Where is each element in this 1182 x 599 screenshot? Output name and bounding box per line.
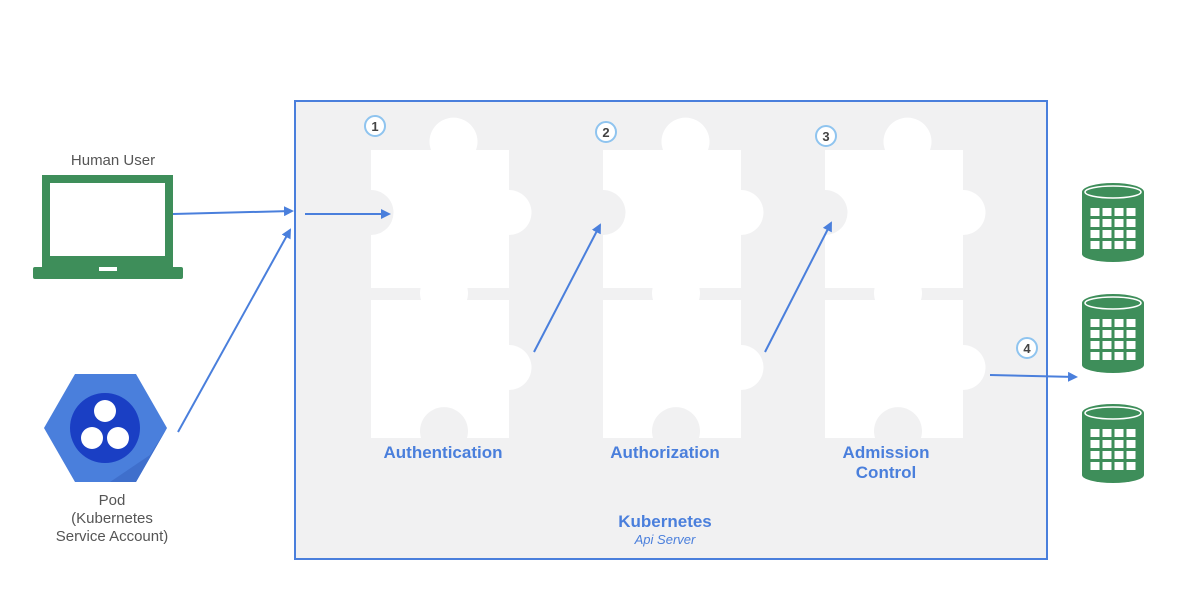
pod-hexagon-icon	[44, 374, 167, 482]
step-badge-1: 1	[364, 115, 386, 137]
admission-label: Admission	[843, 443, 930, 462]
arrow-to-storage	[989, 371, 1078, 382]
admission-control-stage	[825, 117, 986, 438]
authorization-stage	[603, 117, 764, 438]
svg-text:1: 1	[371, 119, 378, 134]
arrow-to-admission-control	[764, 221, 832, 353]
database-icon	[1082, 183, 1144, 262]
step-badge-3: 3	[815, 125, 837, 147]
arrow-user-to-api	[172, 206, 294, 217]
arrow-pod-to-api	[177, 228, 291, 433]
svg-text:4: 4	[1023, 341, 1031, 356]
database-stack	[1082, 183, 1144, 483]
human-user-label: Human User	[71, 152, 155, 169]
authentication-stage	[371, 117, 532, 438]
api-server-subtitle: Api Server	[634, 532, 696, 547]
authorization-label: Authorization	[610, 443, 720, 462]
pod-label: Pod	[99, 492, 126, 509]
admission-control-label: Control	[856, 463, 916, 482]
step-badge-4: 4	[1016, 337, 1038, 359]
svg-text:2: 2	[602, 125, 609, 140]
arrow-to-authorization	[533, 223, 601, 353]
laptop-icon	[33, 175, 183, 279]
api-server-title: Kubernetes	[618, 512, 712, 531]
database-icon	[1082, 294, 1144, 373]
step-badge-2: 2	[595, 121, 617, 143]
svg-text:3: 3	[822, 129, 829, 144]
authentication-label: Authentication	[384, 443, 503, 462]
pod-label-line3: Service Account)	[56, 528, 169, 545]
database-icon	[1082, 404, 1144, 483]
pod-label-line2: (Kubernetes	[71, 510, 153, 527]
